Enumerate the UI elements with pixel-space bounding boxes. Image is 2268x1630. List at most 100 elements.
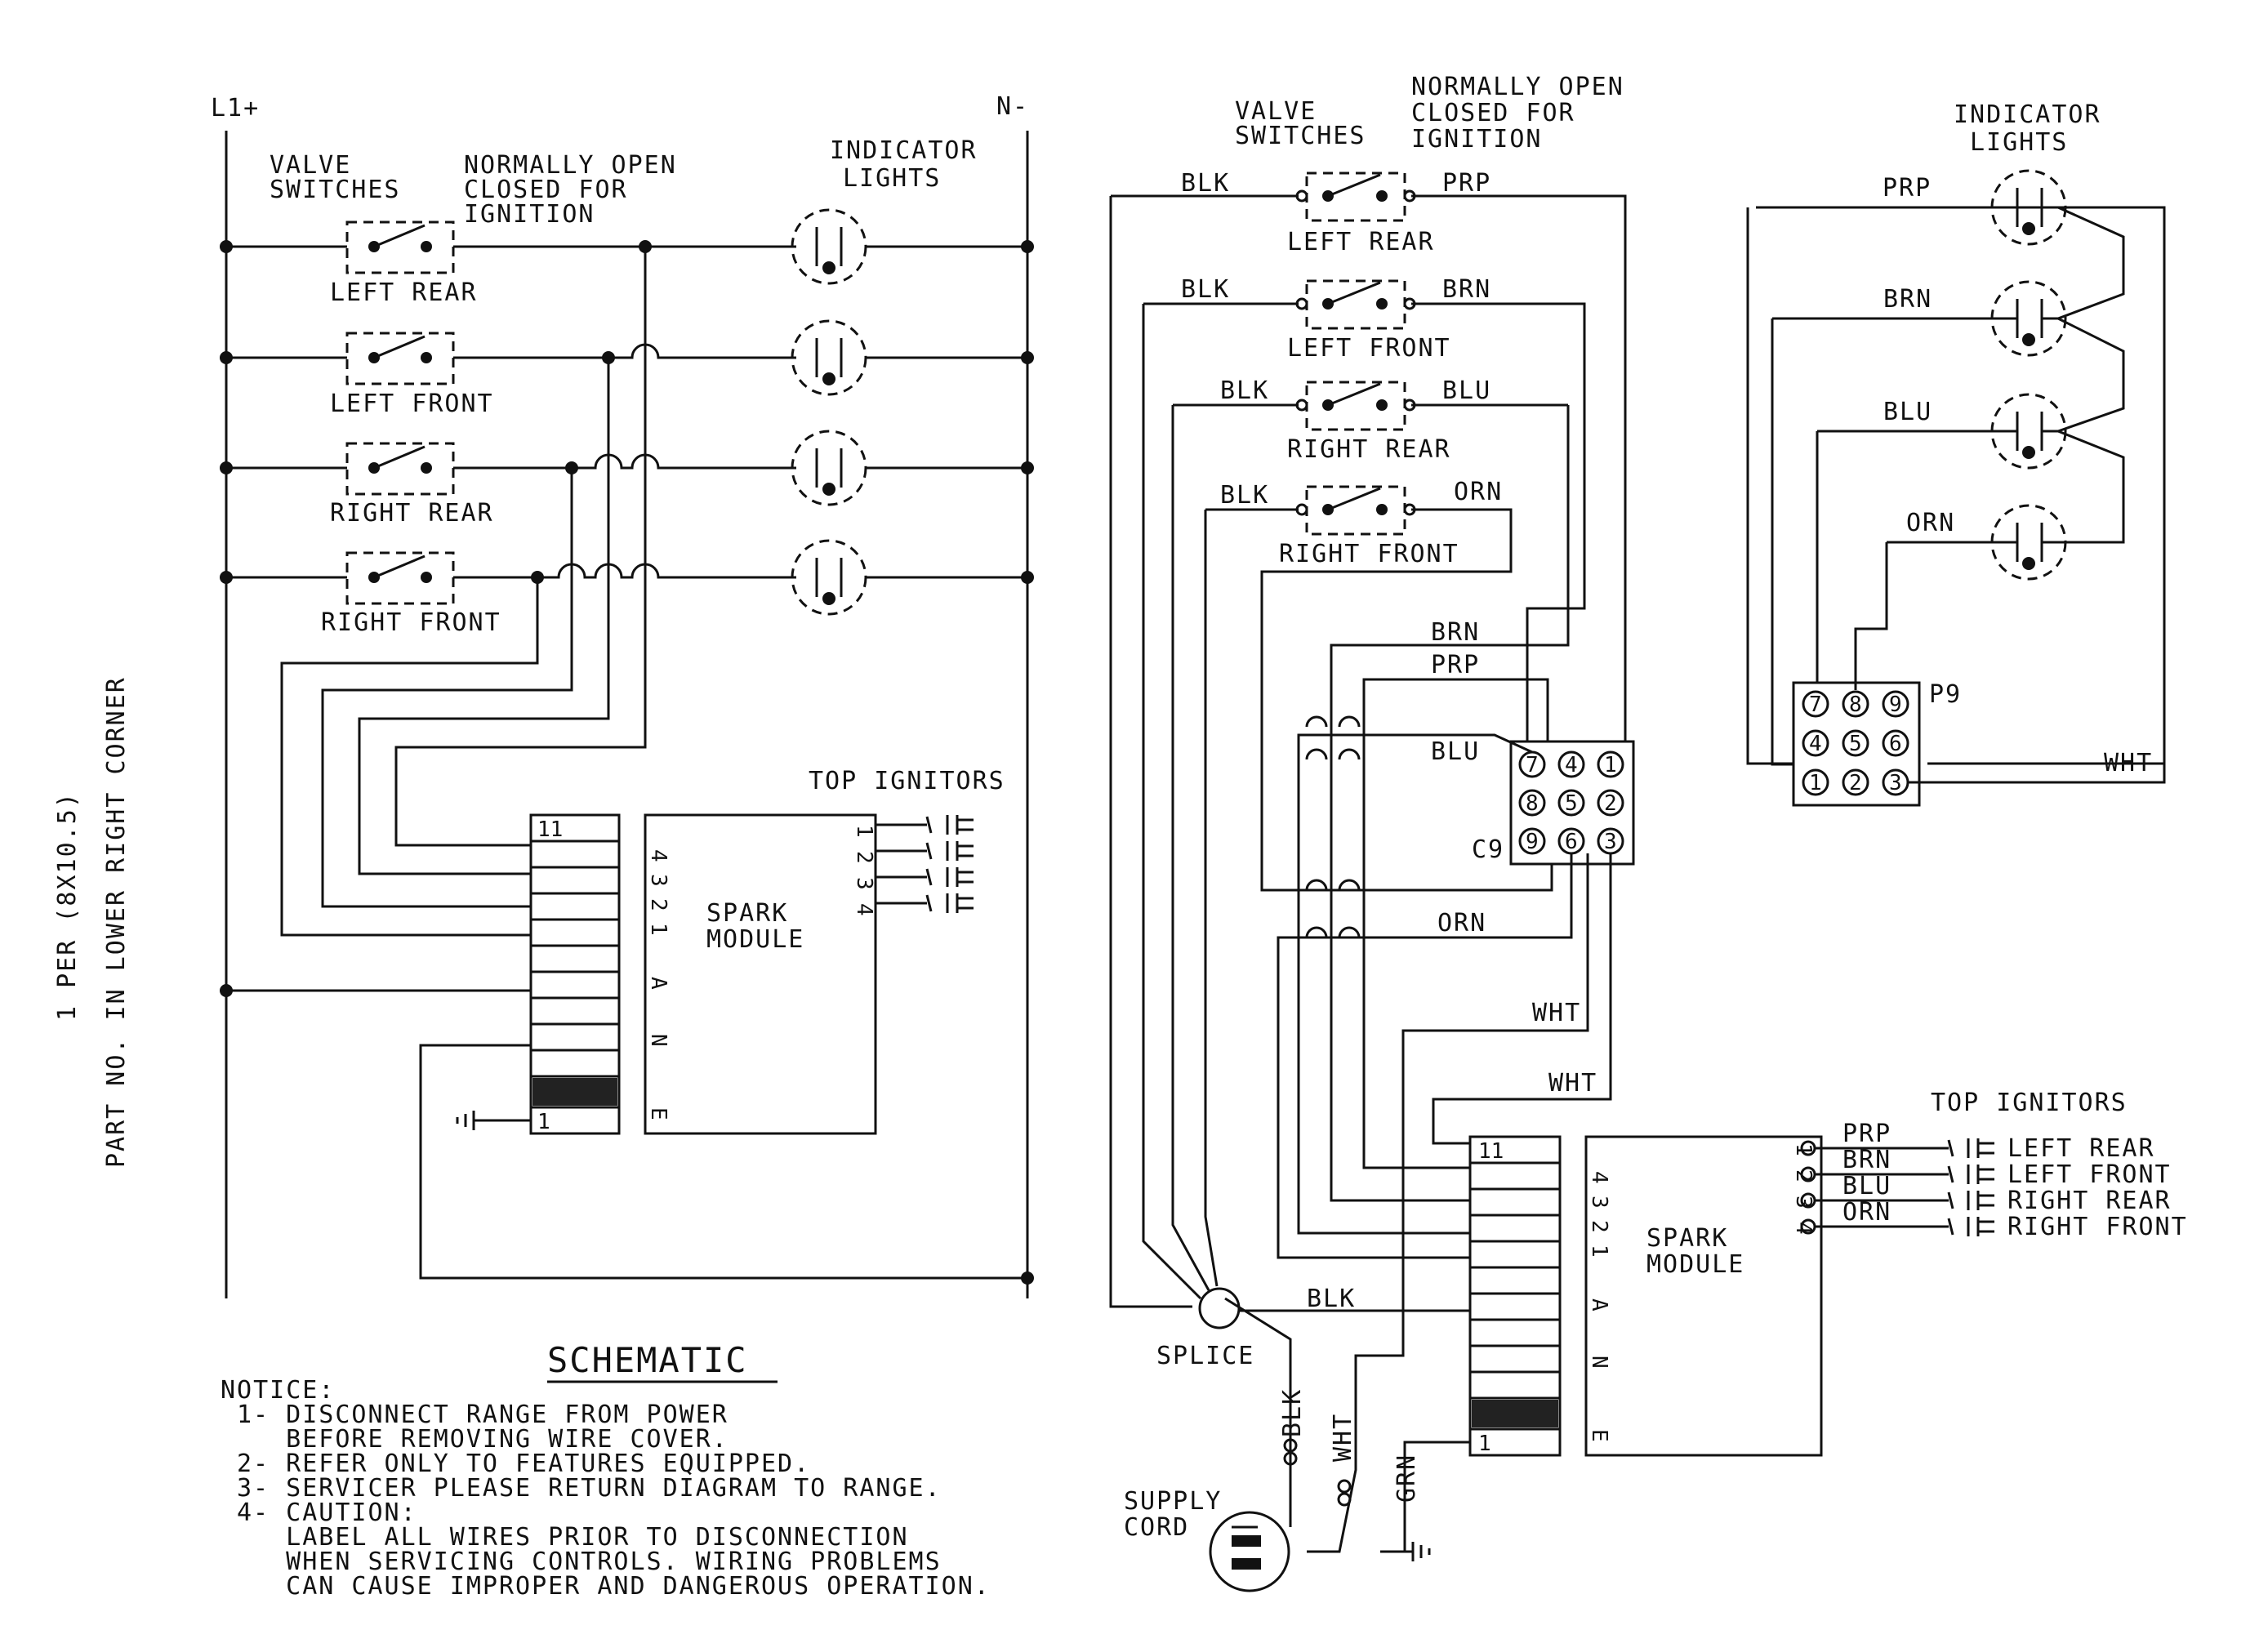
right-terminal-top: 11 xyxy=(1478,1139,1504,1164)
l1-label: L1+ xyxy=(211,94,260,122)
svg-text:4: 4 xyxy=(852,903,876,916)
left-switch-label-4: RIGHT FRONT xyxy=(321,608,501,637)
r-normally-open-2: CLOSED FOR xyxy=(1411,99,1575,127)
wht-label-1: WHT xyxy=(1532,999,1581,1027)
svg-text:PRP: PRP xyxy=(1842,1120,1891,1148)
r-ignitor-name-1: LEFT REAR xyxy=(2007,1134,2155,1163)
svg-text:7: 7 xyxy=(1809,693,1822,717)
left-row-1: LEFT REAR xyxy=(220,208,1034,307)
svg-text:8: 8 xyxy=(1526,791,1539,816)
svg-text:4: 4 xyxy=(1809,732,1822,756)
normally-open-label-2: CLOSED FOR xyxy=(464,176,628,204)
r-switch-name-4: RIGHT FRONT xyxy=(1279,540,1459,568)
wht-label-2: WHT xyxy=(1548,1069,1597,1098)
right-indicator-lights: PRP BRN BLU ORN xyxy=(1746,169,2166,766)
c9-connector: 7 4 1 8 5 2 9 6 3 C9 xyxy=(1472,740,1635,866)
r-out-2: BRN xyxy=(1442,275,1491,304)
right-spark-module: SPARK MODULE 4 3 2 1 A N E 1 2 3 4 xyxy=(1584,1135,1823,1457)
left-spark-label-1: SPARK xyxy=(706,899,788,928)
r-out-4: ORN xyxy=(1454,478,1503,506)
left-ignitor-leads xyxy=(876,815,974,913)
r-spark-label-1: SPARK xyxy=(1646,1224,1728,1253)
svg-text:A: A xyxy=(646,977,671,990)
r-ignitor-name-4: RIGHT FRONT xyxy=(2007,1213,2188,1241)
svg-text:5: 5 xyxy=(1565,791,1578,816)
r-out-3: BLU xyxy=(1442,376,1491,405)
left-schematic: L1+ N- VALVE SWITCHES NORMALLY OPEN CLOS… xyxy=(211,92,1034,1383)
svg-text:A: A xyxy=(1587,1298,1611,1312)
cord-wire-grn: GRN xyxy=(1392,1454,1421,1503)
svg-text:N: N xyxy=(1587,1356,1611,1369)
right-switch-row-3: BLK BLU RIGHT REAR xyxy=(1173,376,1568,464)
svg-text:E: E xyxy=(1587,1429,1611,1442)
left-switch-label-2: LEFT FRONT xyxy=(330,390,494,418)
svg-text:PRP: PRP xyxy=(1883,174,1932,203)
r-ignitor-name-2: LEFT FRONT xyxy=(2007,1160,2172,1189)
supply-cord-label-1: SUPPLY xyxy=(1124,1487,1222,1516)
svg-text:BLU: BLU xyxy=(1842,1172,1891,1200)
r-switch-name-2: LEFT FRONT xyxy=(1287,334,1451,363)
svg-text:BRN: BRN xyxy=(1842,1146,1891,1174)
r-spark-label-2: MODULE xyxy=(1646,1250,1744,1279)
right-terminal-bottom: 1 xyxy=(1478,1432,1491,1456)
indicator-lights-label-2: LIGHTS xyxy=(843,164,941,193)
notice-line-4: 3- SERVICER PLEASE RETURN DIAGRAM TO RAN… xyxy=(237,1474,942,1503)
left-row-2: LEFT FRONT xyxy=(220,319,1034,418)
svg-text:1: 1 xyxy=(1809,771,1822,795)
svg-text:3: 3 xyxy=(1889,771,1902,795)
notice-title: NOTICE: xyxy=(221,1376,335,1405)
svg-text:2: 2 xyxy=(646,898,671,911)
svg-text:5: 5 xyxy=(1849,732,1862,756)
svg-text:2: 2 xyxy=(1849,771,1862,795)
normally-open-label-3: IGNITION xyxy=(464,200,595,229)
right-switch-row-1: BLK PRP LEFT REAR xyxy=(1111,169,1627,791)
left-spark-label-2: MODULE xyxy=(706,925,804,954)
p9-wht-label: WHT xyxy=(2104,749,2153,777)
left-terminal-bottom: 1 xyxy=(537,1110,550,1134)
svg-text:4: 4 xyxy=(646,849,671,862)
left-spark-module: SPARK MODULE 4 3 2 1 A N E 1 2 3 4 xyxy=(644,813,877,1135)
svg-text:ORN: ORN xyxy=(1906,509,1955,537)
right-terminal-block: 11 1 xyxy=(1468,1135,1562,1457)
svg-text:3: 3 xyxy=(1587,1196,1611,1209)
cord-wire-wht: WHT xyxy=(1329,1413,1357,1462)
notice-line-5: 4- CAUTION: xyxy=(237,1499,417,1527)
svg-text:BRN: BRN xyxy=(1883,285,1932,314)
notice: NOTICE: 1- DISCONNECT RANGE FROM POWER B… xyxy=(221,1376,989,1601)
left-terminal-block: 11 1 xyxy=(456,813,621,1135)
left-switch-label-1: LEFT REAR xyxy=(330,278,478,307)
cord-wire-blk: BLK xyxy=(1278,1388,1307,1437)
r-top-ignitors-label: TOP IGNITORS xyxy=(1931,1089,2128,1117)
r-valve-switches-2: SWITCHES xyxy=(1235,122,1366,150)
notice-line-7: WHEN SERVICING CONTROLS. WIRING PROBLEMS xyxy=(237,1548,942,1576)
svg-text:6: 6 xyxy=(1889,732,1902,756)
right-switch-row-4: BLK ORN RIGHT FRONT xyxy=(1205,478,1553,892)
svg-text:BLU: BLU xyxy=(1883,398,1932,426)
r-blk-1: BLK xyxy=(1181,169,1230,198)
r-indicator-lights-2: LIGHTS xyxy=(1970,128,2068,157)
svg-text:E: E xyxy=(646,1107,671,1120)
left-row-4: RIGHT FRONT xyxy=(220,539,1034,637)
svg-text:1: 1 xyxy=(852,825,876,838)
svg-text:1: 1 xyxy=(1587,1245,1611,1258)
svg-text:7: 7 xyxy=(1526,753,1539,777)
svg-text:N: N xyxy=(646,1034,671,1047)
svg-text:2: 2 xyxy=(852,851,876,864)
left-top-ignitors-label: TOP IGNITORS xyxy=(809,767,1005,795)
r-normally-open-1: NORMALLY OPEN xyxy=(1411,73,1624,101)
svg-text:2: 2 xyxy=(1791,1169,1816,1182)
p9-label: P9 xyxy=(1929,680,1962,709)
valve-switches-label-1: VALVE xyxy=(270,151,351,180)
right-wiring: VALVE SWITCHES NORMALLY OPEN CLOSED FOR … xyxy=(1109,73,2188,1592)
r-ignitor-name-3: RIGHT REAR xyxy=(2007,1187,2172,1215)
r-blk-4: BLK xyxy=(1220,481,1269,510)
side-text: 1 PER (8X10.5) PART NO. IN LOWER RIGHT C… xyxy=(53,676,131,1168)
splice-label: SPLICE xyxy=(1156,1342,1254,1370)
splice xyxy=(1198,1287,1241,1329)
supply-cord: SUPPLY CORD BLK WHT GRN xyxy=(1124,1297,1470,1592)
svg-text:4: 4 xyxy=(1587,1171,1611,1184)
notice-line-1: 1- DISCONNECT RANGE FROM POWER xyxy=(237,1401,729,1429)
left-switch-label-3: RIGHT REAR xyxy=(330,499,494,528)
svg-text:1: 1 xyxy=(1604,753,1617,777)
